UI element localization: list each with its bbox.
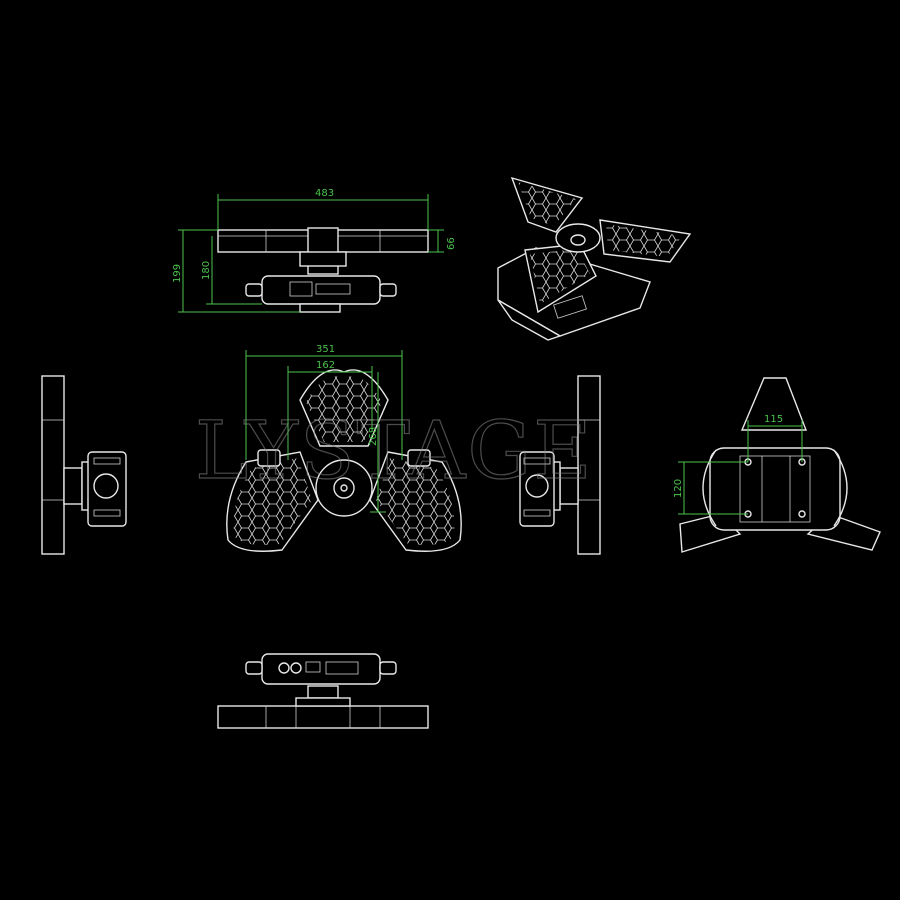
dim-120-label: 120 xyxy=(673,479,684,498)
back-view: 115 120 xyxy=(673,377,881,553)
dim-351-label: 351 xyxy=(316,344,335,355)
dim-66-label: 66 xyxy=(446,237,457,250)
dim-115: 115 xyxy=(747,414,803,462)
top-view: 483 199 180 66 xyxy=(172,188,457,313)
right-side-view xyxy=(519,375,601,555)
watermark-text: LYSTAGE xyxy=(195,404,594,497)
dim-120: 120 xyxy=(673,461,748,515)
dim-199-label: 199 xyxy=(172,264,183,283)
dim-199: 199 xyxy=(172,229,300,313)
dim-180: 180 xyxy=(201,236,262,305)
dim-180-label: 180 xyxy=(201,261,212,280)
dim-268: 268 xyxy=(368,372,386,513)
dim-483: 483 xyxy=(217,188,429,230)
dim-483-label: 483 xyxy=(315,188,334,199)
dim-115-label: 115 xyxy=(764,414,783,425)
front-view: 351 162 268 xyxy=(226,344,462,552)
dim-162: 162 xyxy=(287,360,373,460)
left-side-view xyxy=(41,375,127,555)
dim-162-label: 162 xyxy=(316,360,335,371)
dim-268-label: 268 xyxy=(368,427,379,446)
dim-351: 351 xyxy=(245,344,403,460)
bottom-view xyxy=(217,653,429,729)
dim-66: 66 xyxy=(428,229,457,253)
isometric-view xyxy=(497,176,692,341)
